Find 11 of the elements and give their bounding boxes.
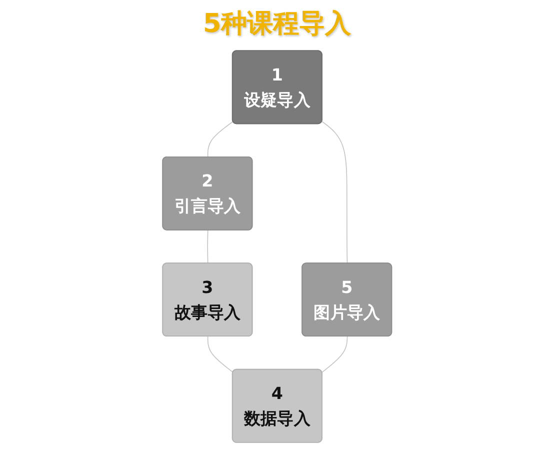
connector-line — [207, 121, 234, 158]
process-box: 3 故事导入 — [162, 262, 252, 337]
process-box: 4 数据导入 — [232, 368, 322, 443]
process-box: 5 图片导入 — [301, 262, 392, 337]
process-box: 2 引言导入 — [162, 156, 252, 230]
connector-line — [322, 336, 348, 373]
connector-line — [322, 121, 348, 264]
diagram-title: 5种课程导入 — [202, 8, 352, 41]
connector-line — [207, 230, 208, 264]
connector-line — [207, 336, 234, 373]
process-box: 1 设疑导入 — [232, 50, 322, 124]
